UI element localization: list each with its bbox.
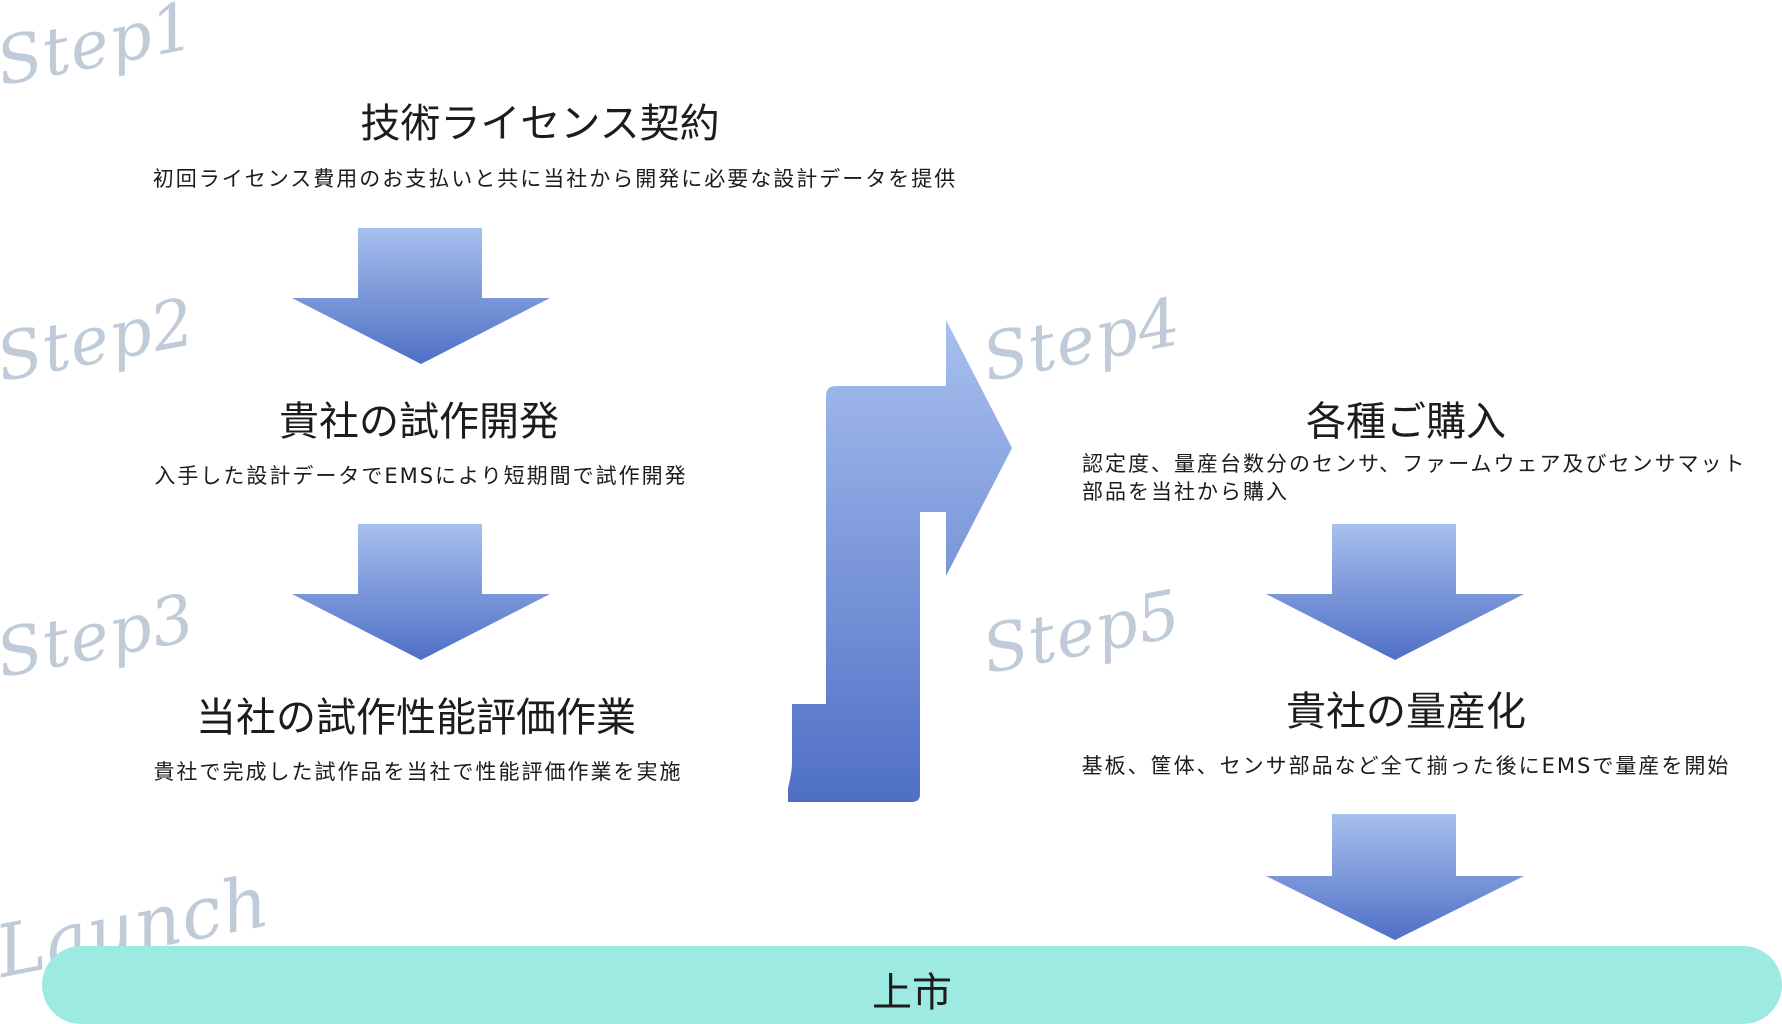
step2-description: 入手した設計データでEMSにより短期間で試作開発 [154,464,688,488]
down-arrow-2 [292,524,550,660]
down-arrow-4 [1266,814,1524,940]
step3-description: 貴社で完成した試作品を当社で性能評価作業を実施 [153,760,683,784]
step5-title: 貴社の量産化 [1286,689,1526,735]
step4-description: 認定度、量産台数分のセンサ、ファームウェア及びセンサマット部品を当社から購入 [1082,452,1747,505]
down-arrow-1 [292,228,550,364]
step1-label: Step1 [0,0,202,101]
bent-arrow [788,320,1012,802]
step1-description: 初回ライセンス費用のお支払いと共に当社から開発に必要な設計データを提供 [152,167,958,191]
step5-description: 基板、筐体、センサ部品など全て揃った後にEMSで量産を開始 [1081,754,1731,778]
step3-label: Step3 [0,579,202,693]
launch-text: 上市 [872,970,952,1016]
launch-bar: 上市 [42,946,1782,1024]
step3-title: 当社の試作性能評価作業 [196,695,636,741]
step1-title: 技術ライセンス契約 [360,101,720,147]
step2-label: Step2 [0,283,202,397]
step4-title: 各種ご購入 [1306,399,1506,445]
step2-title: 貴社の試作開発 [279,399,559,445]
down-arrow-3 [1266,524,1524,660]
